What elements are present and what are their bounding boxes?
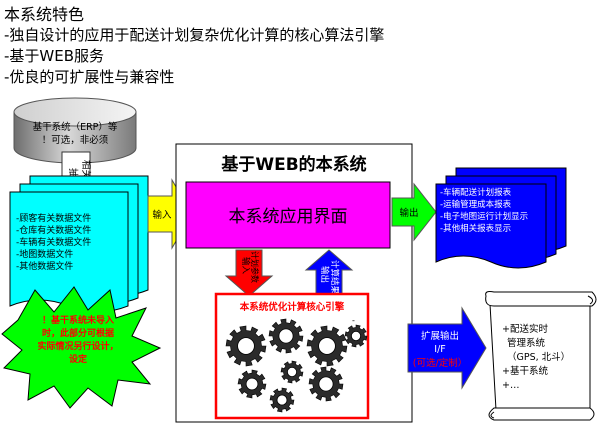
gear-hub — [245, 377, 259, 391]
gear-hub — [286, 366, 297, 377]
data-files-stack: -顾客有关数据文件 -仓库有关数据文件 -车辆有关数据文件 -地图数据文件 -其… — [9, 175, 149, 313]
extension-line1: 扩展输出 — [421, 330, 459, 342]
data-file-item: -车辆有关数据文件 — [16, 236, 91, 248]
report-item: -其他相关报表显示 — [440, 223, 511, 234]
system-frame-title: 基于WEB的本系统 — [220, 154, 366, 175]
gear-hub — [278, 328, 294, 344]
scroll: +配送实时 管理系统 （GPS, 北斗） +基干系统 +… — [485, 291, 597, 421]
feature-item: -优良的可扩展性与兼容性 — [4, 68, 175, 86]
scroll-item: +… — [502, 380, 519, 391]
reports-stack: -车辆配送计划报表 -运输管理成本报表 -电子地图运行计划显示 -其他相关报表显… — [435, 167, 567, 269]
data-file-item: -地图数据文件 — [16, 248, 73, 260]
engine-output-line1: 计算结果 — [329, 260, 340, 295]
erp-line1: 基干系统（ERP）等 — [33, 121, 118, 133]
input-label: 输入 — [152, 209, 172, 221]
note-line3: 实际情况另行设计， — [37, 340, 118, 352]
erp-line2: ！可选，非必须 — [42, 134, 109, 146]
data-file-item: -其他数据文件 — [16, 260, 73, 272]
engine-title: 本系统优化计算核心引擎 — [240, 301, 345, 313]
features-title: 本系统特色 — [4, 5, 85, 24]
extension-arrow: 扩展输出 I/F (可选/定制） — [407, 306, 487, 390]
gear-hub — [350, 330, 361, 341]
gear-hub — [276, 394, 288, 406]
feature-item: -基于WEB服务 — [4, 47, 105, 65]
scroll-item: 管理系统 — [507, 337, 546, 349]
gear-cluster — [225, 318, 368, 413]
gear-hub — [318, 376, 334, 392]
note-line4: 设定 — [69, 353, 88, 365]
report-item: -运输管理成本报表 — [440, 199, 512, 210]
data-file-item: -仓库有关数据文件 — [16, 224, 91, 236]
output-label: 输出 — [399, 207, 418, 219]
features-block: 本系统特色 -独自设计的应用于配送计划复杂优化计算的核心算法引擎 -基于WEB服… — [4, 4, 384, 88]
scroll-item: +基干系统 — [502, 365, 548, 377]
engine-box: 本系统优化计算核心引擎 - — [214, 292, 370, 420]
feature-item: -独自设计的应用于配送计划复杂优化计算的核心算法引擎 — [4, 26, 385, 44]
ui-box: 本系统应用界面 — [185, 181, 391, 249]
note-burst: ！基干系统未导入 时，此部分可根据 实际情况另行设计， 设定 — [1, 286, 162, 409]
gear-hub — [318, 337, 336, 355]
engine-input-line1: 输入 — [240, 257, 251, 275]
report-item: -车辆配送计划报表 — [440, 187, 512, 198]
output-arrow: 输出 — [391, 182, 437, 242]
scroll-item: +配送实时 — [502, 323, 548, 335]
ui-box-label: 本系统应用界面 — [229, 207, 348, 227]
erp-database: 基干系统（ERP）等 ！可选，非必须 — [13, 97, 137, 164]
engine-output-line2: 输出 — [319, 266, 330, 283]
scroll-item: （GPS, 北斗） — [507, 351, 570, 363]
report-item: -电子地图运行计划显示 — [440, 211, 528, 222]
note-line2: 时，此部分可根据 — [42, 327, 114, 339]
note-line1: ！基干系统未导入 — [42, 314, 114, 326]
engine-input-line2: 计划参数 — [250, 251, 260, 283]
extension-line3: (可选/定制） — [413, 357, 467, 369]
extension-line2: I/F — [434, 344, 445, 355]
data-file-item: -顾客有关数据文件 — [16, 212, 91, 224]
engine-input-arrow: 输入 计划参数 — [224, 249, 274, 297]
gear-hub — [237, 337, 255, 355]
engine-dash: - — [352, 316, 355, 325]
